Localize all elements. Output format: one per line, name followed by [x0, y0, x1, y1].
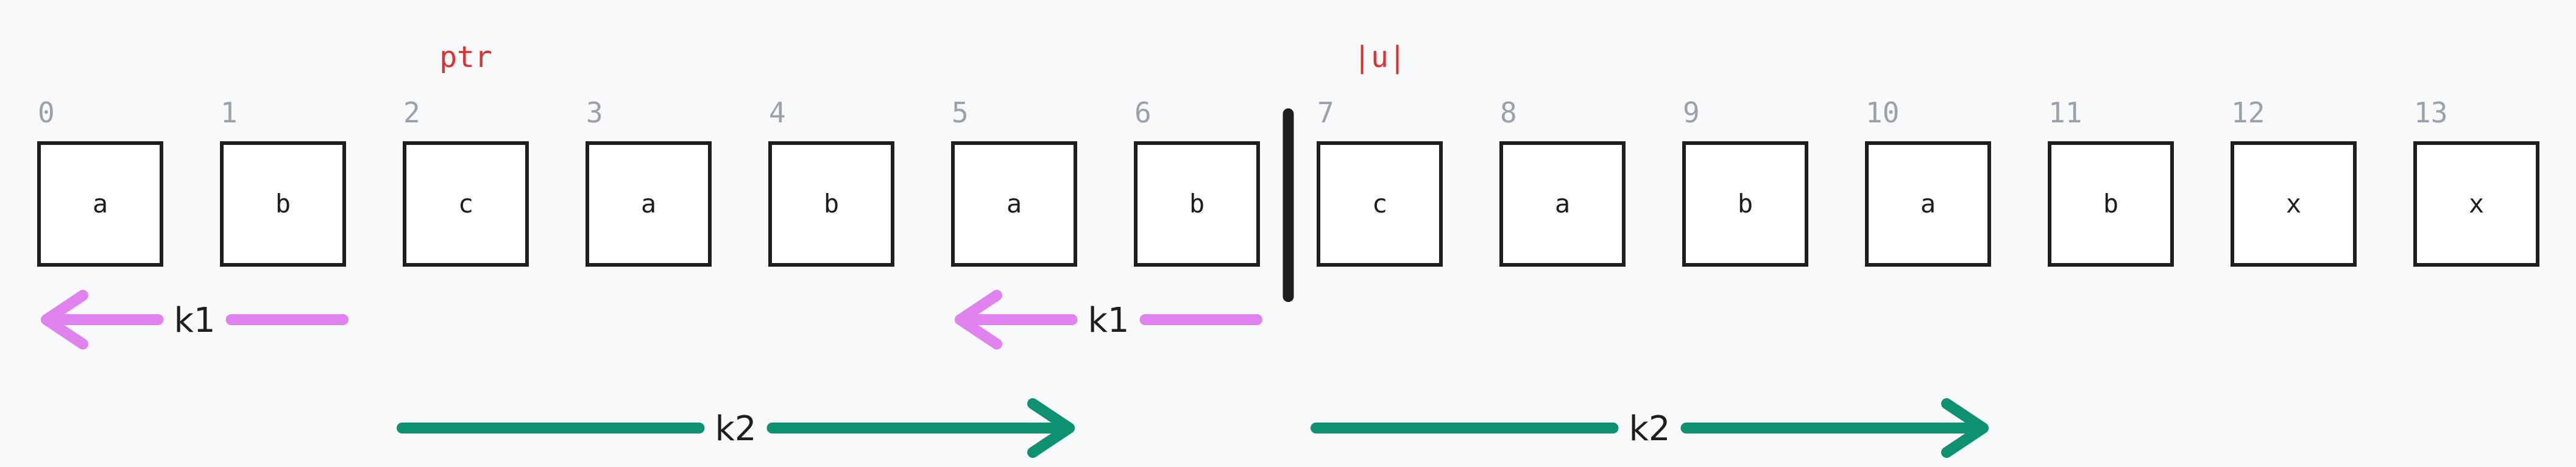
index-label: 6 — [1134, 96, 1152, 129]
cell-box — [2413, 141, 2539, 267]
cell: b — [1134, 141, 1260, 267]
cell-box — [37, 141, 163, 267]
cell: b — [2048, 141, 2174, 267]
cell: c — [403, 141, 529, 267]
index-label: 1 — [221, 96, 238, 129]
arrow-head — [955, 290, 1002, 349]
cell-box — [1499, 141, 1626, 267]
index-label: 3 — [586, 96, 603, 129]
arrow-head — [1941, 398, 1989, 458]
span-label: k2 — [715, 409, 756, 449]
index-label: 0 — [38, 96, 55, 129]
cell-char: a — [641, 189, 656, 219]
index-label: 5 — [952, 96, 969, 129]
index-label: 7 — [1317, 96, 1334, 129]
cell-box — [1134, 141, 1260, 267]
cell-box — [1317, 141, 1443, 267]
span-arrow-k1: k1 — [955, 290, 1262, 349]
divider — [1283, 108, 1294, 302]
cell: a — [1865, 141, 1991, 267]
index-label: 12 — [2231, 96, 2265, 129]
cell-char: c — [458, 189, 473, 219]
cell: c — [1317, 141, 1443, 267]
cell: x — [2413, 141, 2539, 267]
cell-char: b — [2103, 189, 2118, 219]
cell-char: b — [1738, 189, 1753, 219]
cell-char: a — [1555, 189, 1570, 219]
cell-char: b — [824, 189, 839, 219]
span-arrow-k2: k2 — [1311, 398, 1989, 458]
cell-box — [1682, 141, 1808, 267]
cell-box — [2048, 141, 2174, 267]
pointer-label-ptr: ptr — [439, 40, 492, 74]
cell-char: a — [1920, 189, 1936, 219]
cell-char: c — [1372, 189, 1387, 219]
cell-char: b — [275, 189, 291, 219]
cell-box — [951, 141, 1077, 267]
cell: x — [2231, 141, 2357, 267]
cell: a — [1499, 141, 1626, 267]
span-label: k2 — [1629, 409, 1670, 449]
cell-box — [403, 141, 529, 267]
cell: b — [1682, 141, 1808, 267]
span-label: k1 — [174, 301, 215, 340]
cell-char: x — [2286, 189, 2301, 219]
span-arrow-k1: k1 — [41, 290, 349, 349]
span-arrow-k2: k2 — [397, 398, 1075, 458]
cell-char: a — [1007, 189, 1022, 219]
arrow-head — [41, 290, 88, 349]
spans: k1 k1 k2 k2 — [41, 290, 1989, 458]
arrow-head — [1027, 398, 1075, 458]
cell-box — [586, 141, 712, 267]
index-label: 10 — [1866, 96, 1899, 129]
divider-bar — [1283, 108, 1294, 302]
index-label: 11 — [2048, 96, 2082, 129]
cell-box — [2231, 141, 2357, 267]
cell: a — [951, 141, 1077, 267]
index-label: 8 — [1500, 96, 1517, 129]
cell-char: a — [93, 189, 108, 219]
cell: a — [586, 141, 712, 267]
cell-char: x — [2469, 189, 2484, 219]
cell-char: b — [1189, 189, 1205, 219]
pointer-label-u: |u| — [1353, 40, 1406, 74]
cell: a — [37, 141, 163, 267]
index-label: 9 — [1683, 96, 1700, 129]
index-label: 4 — [769, 96, 786, 129]
index-label: 2 — [403, 96, 420, 129]
cell-box — [768, 141, 894, 267]
cell: b — [768, 141, 894, 267]
index-label: 13 — [2414, 96, 2447, 129]
span-label: k1 — [1088, 301, 1129, 340]
cell-box — [220, 141, 346, 267]
pointer-labels: ptr |u| — [439, 40, 1406, 74]
cell-box — [1865, 141, 1991, 267]
cell: b — [220, 141, 346, 267]
